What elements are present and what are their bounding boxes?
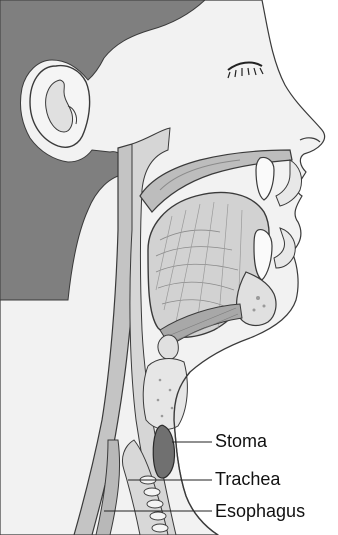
trachea-label: Trachea bbox=[215, 469, 280, 489]
epiglottis bbox=[158, 335, 178, 359]
esophagus-label: Esophagus bbox=[215, 501, 305, 521]
thyroid-cartilage bbox=[143, 359, 187, 430]
stoma-label: Stoma bbox=[215, 431, 267, 451]
